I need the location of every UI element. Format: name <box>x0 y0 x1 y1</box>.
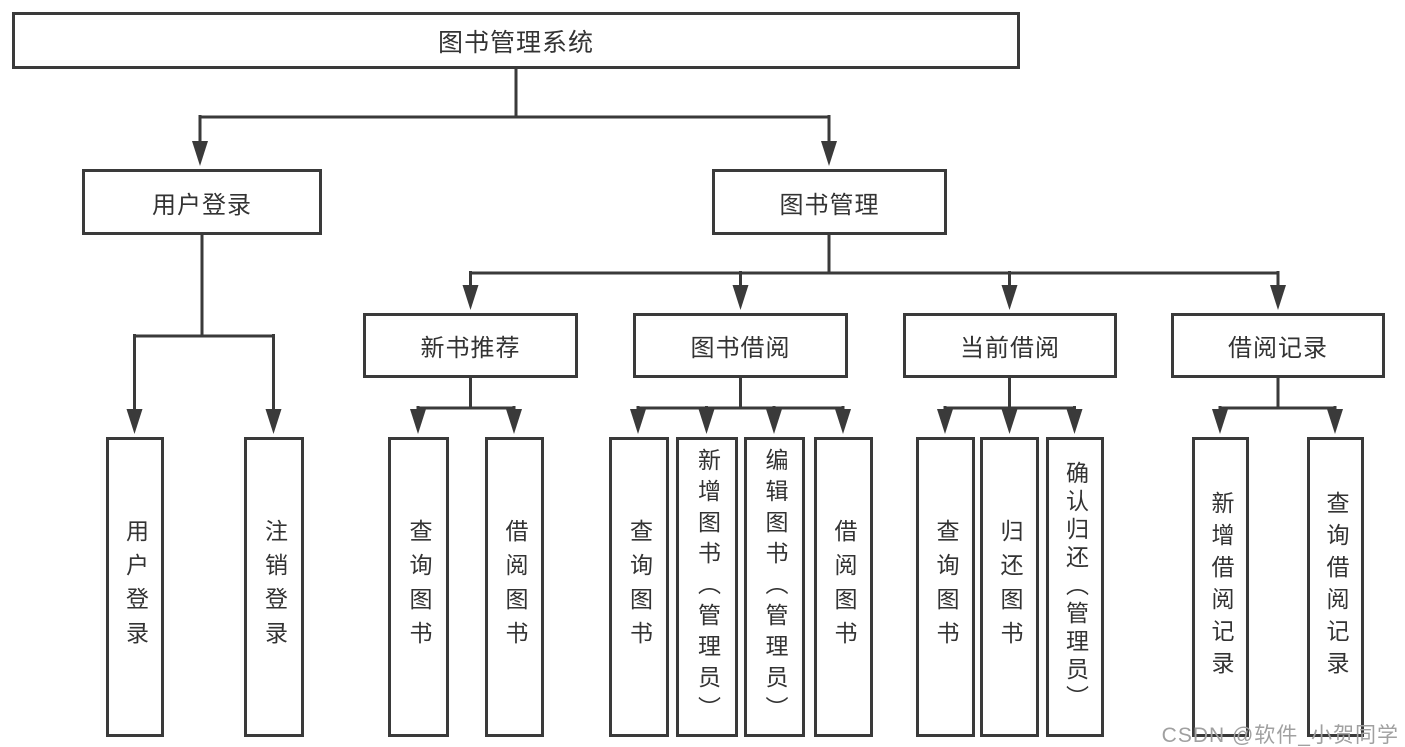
node-label: 新书推荐 <box>420 335 521 362</box>
leaf-add-borrow-record: 新增借阅记录 <box>1192 437 1249 737</box>
node-borrow-record: 借阅记录 <box>1171 313 1385 378</box>
leaf-label: 查询图书 <box>626 519 653 655</box>
leaf-query-book-current: 查询图书 <box>916 437 975 737</box>
node-label: 用户登录 <box>152 191 252 219</box>
leaf-label: 用户登录 <box>122 519 149 655</box>
leaf-label: 借阅图书 <box>831 519 857 655</box>
node-new-book-recommend: 新书推荐 <box>363 313 578 378</box>
leaf-query-borrow-record: 查询借阅记录 <box>1307 437 1364 737</box>
connector-newbook-to-leaves <box>410 378 522 434</box>
connector-borrowrecord-to-leaves <box>1212 378 1343 434</box>
node-user-login: 用户登录 <box>82 169 322 235</box>
leaf-label: 借阅图书 <box>502 519 528 655</box>
leaf-label: 查询图书 <box>406 519 432 655</box>
leaf-label: 查询图书 <box>933 519 959 655</box>
leaf-label: 注销登录 <box>261 519 288 655</box>
leaf-label: 归还图书 <box>997 519 1023 655</box>
leaf-user-login: 用户登录 <box>106 437 164 737</box>
leaf-query-book-newbook: 查询图书 <box>388 437 449 737</box>
node-label: 图书管理系统 <box>437 28 594 57</box>
node-label: 图书管理 <box>779 191 880 219</box>
leaf-label: 新增图书（管理员） <box>694 447 721 727</box>
connector-root-to-level2 <box>192 68 837 166</box>
leaf-label: 查询借阅记录 <box>1323 491 1349 683</box>
leaf-borrow-book: 借阅图书 <box>814 437 873 737</box>
leaf-return-book: 归还图书 <box>980 437 1039 737</box>
node-book-borrow: 图书借阅 <box>633 313 848 378</box>
leaf-edit-book-admin: 编辑图书（管理员） <box>744 437 805 737</box>
leaf-label: 编辑图书（管理员） <box>762 447 788 727</box>
leaf-query-book-borrow: 查询图书 <box>609 437 669 737</box>
connector-login-to-leaves <box>126 235 282 434</box>
connector-bookborrow-to-leaves <box>630 378 851 434</box>
node-library-management-system: 图书管理系统 <box>12 12 1020 69</box>
node-label: 当前借阅 <box>960 335 1060 362</box>
connector-currentborrow-to-leaves <box>937 378 1083 434</box>
leaf-add-book-admin: 新增图书（管理员） <box>676 437 738 737</box>
leaf-logout: 注销登录 <box>244 437 304 737</box>
leaf-label: 确认归还（管理员） <box>1062 461 1089 713</box>
leaf-label: 新增借阅记录 <box>1208 491 1234 683</box>
node-label: 图书借阅 <box>690 335 791 362</box>
node-current-borrow: 当前借阅 <box>903 313 1117 378</box>
connector-mgmt-to-level3 <box>462 235 1286 310</box>
leaf-borrow-book-newbook: 借阅图书 <box>485 437 544 737</box>
csdn-watermark: CSDN @软件_小贺同学 <box>1161 724 1399 747</box>
leaf-confirm-return-admin: 确认归还（管理员） <box>1046 437 1104 737</box>
node-label: 借阅记录 <box>1228 335 1328 362</box>
node-book-management: 图书管理 <box>712 169 947 235</box>
